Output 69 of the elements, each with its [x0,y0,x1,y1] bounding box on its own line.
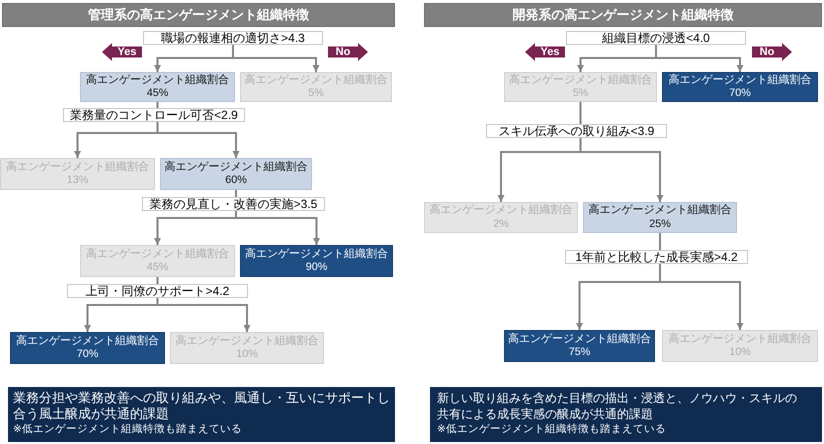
result-box [240,72,392,102]
percentage-value: 70% [729,87,751,100]
arrow-tag: No [752,43,792,61]
box-heading: 高エンゲージメント組織割合 [244,74,388,87]
percentage-value: 13% [66,174,88,188]
summary-text: 業務分担や業務改善への取り組みや、風通し・互いにサポートし合う風土醸成が共通的課題 [13,390,391,422]
box-heading: 高エンゲージメント組織割合 [245,248,388,261]
condition-box: 組織目標の浸透<4.0 [566,31,746,45]
percentage-value: 10% [236,348,258,362]
result-box [10,332,165,364]
box-heading: 高エンゲージメント組織割合 [6,160,149,174]
result-box [0,158,155,190]
percentage-value: 70% [76,348,98,362]
result-box [80,72,235,102]
box-heading: 高エンゲージメント組織割合 [176,334,318,348]
title-band: 管理系の高エンゲージメント組織特徴 [2,3,395,27]
connector-line [156,277,158,284]
connector-arrow [580,138,664,202]
footnote-text: ※低エンゲージメント組織特徴も踏まえている [437,422,667,437]
summary-box [8,387,395,442]
result-box [240,245,393,277]
box-heading: 高エンゲージメント組織割合 [16,334,159,348]
box-heading: 高エンゲージメント組織割合 [164,160,308,174]
arrow-tag: No [328,43,368,61]
title-band: 開発系の高エンゲージメント組織特徴 [424,3,822,27]
box-heading: 高エンゲージメント組織割合 [86,248,229,261]
condition-box: 業務量のコントロール可否<2.9 [63,108,245,122]
result-box [170,332,324,364]
connector-line [659,233,661,250]
box-heading: 高エンゲージメント組織割合 [86,74,229,87]
condition-box: 1年前と比較した成長実感>4.2 [565,250,748,264]
arrow-tag: Yes [102,43,142,61]
result-box [160,158,312,190]
connector-line [156,102,158,108]
connector-line [235,190,237,197]
percentage-value: 45% [146,87,168,100]
result-box [583,202,737,233]
percentage-value: 45% [146,261,168,274]
connector-arrow [156,122,240,158]
condition-box: 業務の見直し・改善の実施>3.5 [142,197,325,211]
box-heading: 高エンゲージメント組織割合 [588,204,732,218]
percentage-value: 2% [493,218,509,231]
result-box [424,202,578,233]
connector-line [580,102,582,124]
percentage-value: 75% [568,346,590,360]
result-box [504,330,655,362]
condition-box: スキル伝承への取り組み<3.9 [486,124,667,138]
percentage-value: 5% [572,87,588,100]
arrow-tag: Yes [525,43,565,61]
summary-box [430,387,822,442]
summary-text: 新しい取り組みを含めた目標の描出・浸透と、ノウハウ・スキルの共有による成長実感の醸成が共通的課題 [437,390,798,422]
connector-arrow [655,45,744,72]
footnote-text: ※低エンゲージメント組織特徴も踏まえている [13,422,243,437]
box-heading: 高エンゲージメント組織割合 [430,204,572,218]
result-box [504,72,657,102]
condition-box: 職場の報連相の適切さ>4.3 [143,31,323,45]
result-box [662,72,818,102]
percentage-value: 60% [225,174,247,188]
percentage-value: 10% [729,346,751,360]
percentage-value: 90% [306,261,328,274]
result-box [662,330,818,362]
box-heading: 高エンゲージメント組織割合 [508,332,651,346]
box-heading: 高エンゲージメント組織割合 [509,74,652,87]
percentage-value: 5% [308,87,324,100]
condition-box: 上司・同僚のサポート>4.2 [67,284,248,298]
result-box [80,245,235,277]
box-heading: 高エンゲージメント組織割合 [668,74,812,87]
box-heading: 高エンゲージメント組織割合 [668,332,812,346]
percentage-value: 25% [649,218,671,231]
